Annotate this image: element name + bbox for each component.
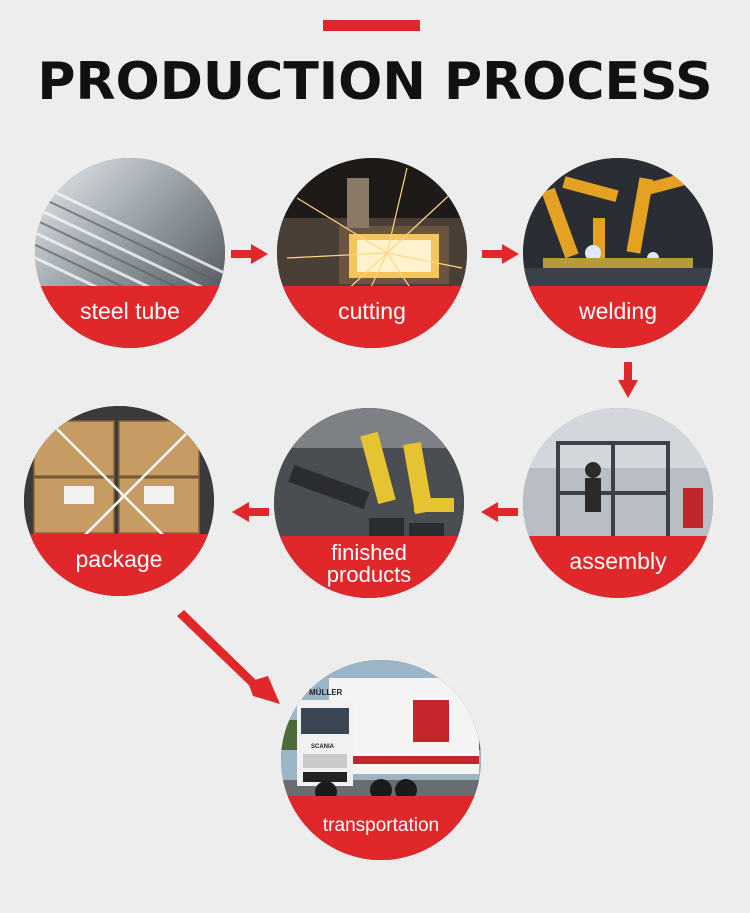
step-label-band: cutting [277, 286, 467, 348]
arrow-down-icon [618, 362, 638, 398]
step-label: welding [523, 286, 713, 324]
step-label-band: finished products [274, 536, 464, 598]
step-label-band: transportation [281, 796, 481, 860]
step-label: transportation [281, 796, 481, 839]
step-label: steel tube [35, 286, 225, 324]
step-label-band: steel tube [35, 286, 225, 348]
step-label: package [24, 534, 214, 572]
truck-brand-text: MÜLLER [309, 688, 343, 697]
step-cutting: cutting [277, 158, 467, 348]
page-title: PRODUCTION PROCESS [0, 52, 750, 112]
arrow-left-icon [232, 502, 269, 522]
title-accent-bar [323, 20, 420, 31]
step-label-band: welding [523, 286, 713, 348]
step-finished-products: finished products [274, 408, 464, 598]
step-transportation: MÜLLER SCANIA transportation [281, 660, 481, 860]
step-label: finished products [274, 536, 464, 586]
arrow-right-icon [482, 244, 519, 264]
step-steel-tube: steel tube [35, 158, 225, 348]
step-label: assembly [523, 536, 713, 574]
arrow-left-icon [481, 502, 518, 522]
step-label-band: assembly [523, 536, 713, 598]
step-welding: welding [523, 158, 713, 348]
step-assembly: assembly [523, 408, 713, 598]
truck-cab-text: SCANIA [311, 744, 335, 750]
step-label-band: package [24, 534, 214, 596]
arrow-right-icon [231, 244, 268, 264]
arrow-diagonal-icon [177, 610, 280, 704]
step-package: package [24, 406, 214, 596]
step-label: cutting [277, 286, 467, 324]
